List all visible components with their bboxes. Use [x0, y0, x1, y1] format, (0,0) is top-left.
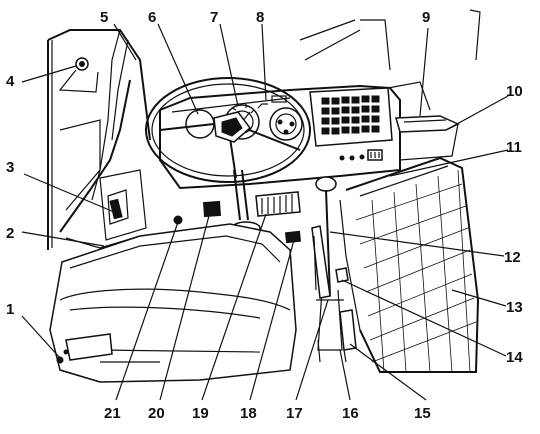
callout-7: 7	[210, 9, 218, 26]
callout-6: 6	[148, 9, 156, 26]
callout-2: 2	[6, 225, 14, 242]
handbrake-lever	[311, 225, 331, 299]
left-door-panel	[59, 119, 147, 241]
right-console	[387, 81, 460, 161]
right-seat-panel	[345, 156, 480, 373]
callout-labels: 1 2 3 4 5 6 7 8 9 10 11 12 13 14 15 16 1…	[6, 9, 523, 422]
callout-4: 4	[6, 73, 15, 90]
driver-seat	[49, 223, 297, 383]
brake-pedal	[202, 200, 222, 218]
switch-grid	[321, 95, 380, 135]
callout-14: 14	[506, 349, 523, 366]
door-handle-icon	[109, 198, 123, 220]
callout-8: 8	[256, 9, 264, 26]
callout-20: 20	[148, 405, 165, 422]
floor-grille	[255, 191, 301, 217]
callout-12: 12	[504, 249, 521, 266]
air-vent	[395, 115, 460, 133]
steering-wheel	[145, 77, 311, 221]
callout-18: 18	[240, 405, 257, 422]
callout-19: 19	[192, 405, 209, 422]
callout-11: 11	[506, 139, 522, 156]
lever-latch	[335, 267, 349, 283]
callout-5: 5	[100, 9, 108, 26]
callout-13: 13	[506, 299, 523, 316]
gear-lever	[315, 176, 344, 351]
callout-9: 9	[422, 9, 430, 26]
pedal-knob	[173, 215, 183, 225]
rear-view-mirror	[58, 57, 99, 93]
callout-17: 17	[286, 405, 303, 422]
callout-16: 16	[342, 405, 359, 422]
cab-frame	[47, 9, 481, 265]
accelerator-pedal	[284, 230, 302, 244]
callout-1: 1	[6, 301, 14, 318]
callout-10: 10	[506, 83, 523, 100]
callout-21: 21	[104, 405, 121, 422]
callout-3: 3	[6, 159, 14, 176]
callout-15: 15	[414, 405, 431, 422]
switch-panel	[309, 87, 393, 161]
leader-lines	[21, 23, 509, 401]
tachometer-gauge	[269, 107, 303, 141]
seat-adjust-lever	[65, 333, 113, 361]
